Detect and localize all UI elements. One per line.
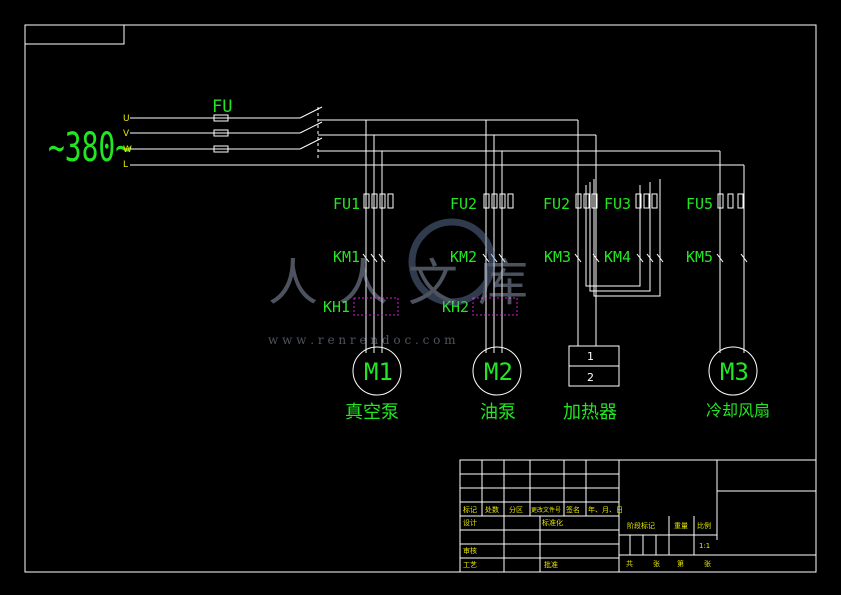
phase-u-label: U bbox=[123, 114, 130, 124]
contactor-km2-label: KM2 bbox=[450, 248, 477, 266]
overload-relay-kh2 bbox=[472, 297, 518, 316]
tb-sheets-unit2: 张 bbox=[704, 559, 711, 568]
bus-lines bbox=[130, 106, 744, 166]
main-fuse-label: FU bbox=[212, 97, 232, 117]
tb-sign: 签名 bbox=[566, 505, 580, 514]
fuse-fu5-label: FU5 bbox=[686, 195, 713, 213]
tb-scale-value: 1:1 bbox=[699, 542, 710, 550]
relay-kh2-label: KH2 bbox=[442, 298, 469, 316]
heater-terminal-1: 1 bbox=[587, 350, 594, 363]
overload-relay-kh1 bbox=[353, 297, 399, 316]
watermark-logo-text: 人人文库 bbox=[268, 254, 548, 312]
contactor-km3-label: KM3 bbox=[544, 248, 571, 266]
contactor-km4-label: KM4 bbox=[604, 248, 631, 266]
main-fuses bbox=[213, 114, 229, 153]
drawing-border bbox=[24, 24, 817, 573]
fuse-fu1-label: FU1 bbox=[333, 195, 360, 213]
tb-sheet-no: 第 bbox=[677, 559, 684, 568]
relay-kh1-label: KH1 bbox=[323, 298, 350, 316]
tb-sheets-total: 共 bbox=[626, 559, 633, 568]
tb-designer: 设计 bbox=[463, 518, 477, 527]
tb-approve: 批准 bbox=[544, 560, 558, 569]
oil-pump-label: 油泵 bbox=[480, 402, 516, 423]
motor-m2-label: M2 bbox=[484, 358, 513, 386]
tb-checker: 审核 bbox=[463, 546, 477, 555]
contactor-km5-label: KM5 bbox=[686, 248, 713, 266]
tb-count: 处数 bbox=[485, 505, 499, 514]
tb-stage: 阶段标记 bbox=[627, 521, 655, 530]
motor-m3-label: M3 bbox=[720, 358, 749, 386]
tb-ratio: 比例 bbox=[697, 521, 711, 530]
contactor-km1-label: KM1 bbox=[333, 248, 360, 266]
tb-zone: 分区 bbox=[509, 505, 523, 514]
heater-wiring bbox=[568, 120, 664, 387]
tb-standard: 标准化 bbox=[542, 518, 563, 527]
fuse-fu3-label: FU3 bbox=[604, 195, 631, 213]
motor-m2-symbol bbox=[472, 346, 522, 396]
branch-m2-wiring bbox=[472, 120, 522, 396]
tb-change-doc: 更改文件号 bbox=[531, 506, 561, 514]
title-block-grid bbox=[459, 459, 817, 573]
phase-l-label: L bbox=[123, 160, 128, 170]
cooling-fan-label: 冷却风扇 bbox=[706, 401, 770, 420]
watermark-logo-icon bbox=[408, 218, 496, 306]
vacuum-pump-label: 真空泵 bbox=[345, 402, 399, 423]
motor-m1-label: M1 bbox=[364, 358, 393, 386]
tb-sheets-unit1: 张 bbox=[653, 559, 660, 568]
title-block-text: 标记 处数 分区 更改文件号 签名 年、月、日 设计 标准化 阶段标记 重量 比… bbox=[463, 505, 711, 569]
motor-m1-symbol bbox=[352, 346, 402, 396]
fuse-fu2b-label: FU2 bbox=[543, 195, 570, 213]
phase-w-label: W bbox=[123, 145, 132, 155]
tb-mark: 标记 bbox=[463, 505, 477, 514]
heater-terminal-2: 2 bbox=[587, 371, 594, 384]
tb-date: 年、月、日 bbox=[588, 505, 623, 514]
watermark: 人人文库 w w w . r e n r e n d o c . c o m bbox=[268, 218, 548, 347]
corner-box bbox=[24, 24, 125, 45]
branch-m1-wiring bbox=[352, 120, 402, 396]
heater-label: 加热器 bbox=[563, 402, 617, 423]
motor-m3-symbol bbox=[708, 346, 758, 396]
tb-process: 工艺 bbox=[463, 561, 477, 569]
tb-weight: 重量 bbox=[674, 522, 688, 530]
supply-voltage: ~380~ bbox=[48, 125, 132, 171]
phase-v-label: V bbox=[123, 129, 130, 139]
watermark-url: w w w . r e n r e n d o c . c o m bbox=[268, 333, 456, 347]
branch-m3-wiring bbox=[708, 151, 758, 396]
fuse-fu2-label: FU2 bbox=[450, 195, 477, 213]
